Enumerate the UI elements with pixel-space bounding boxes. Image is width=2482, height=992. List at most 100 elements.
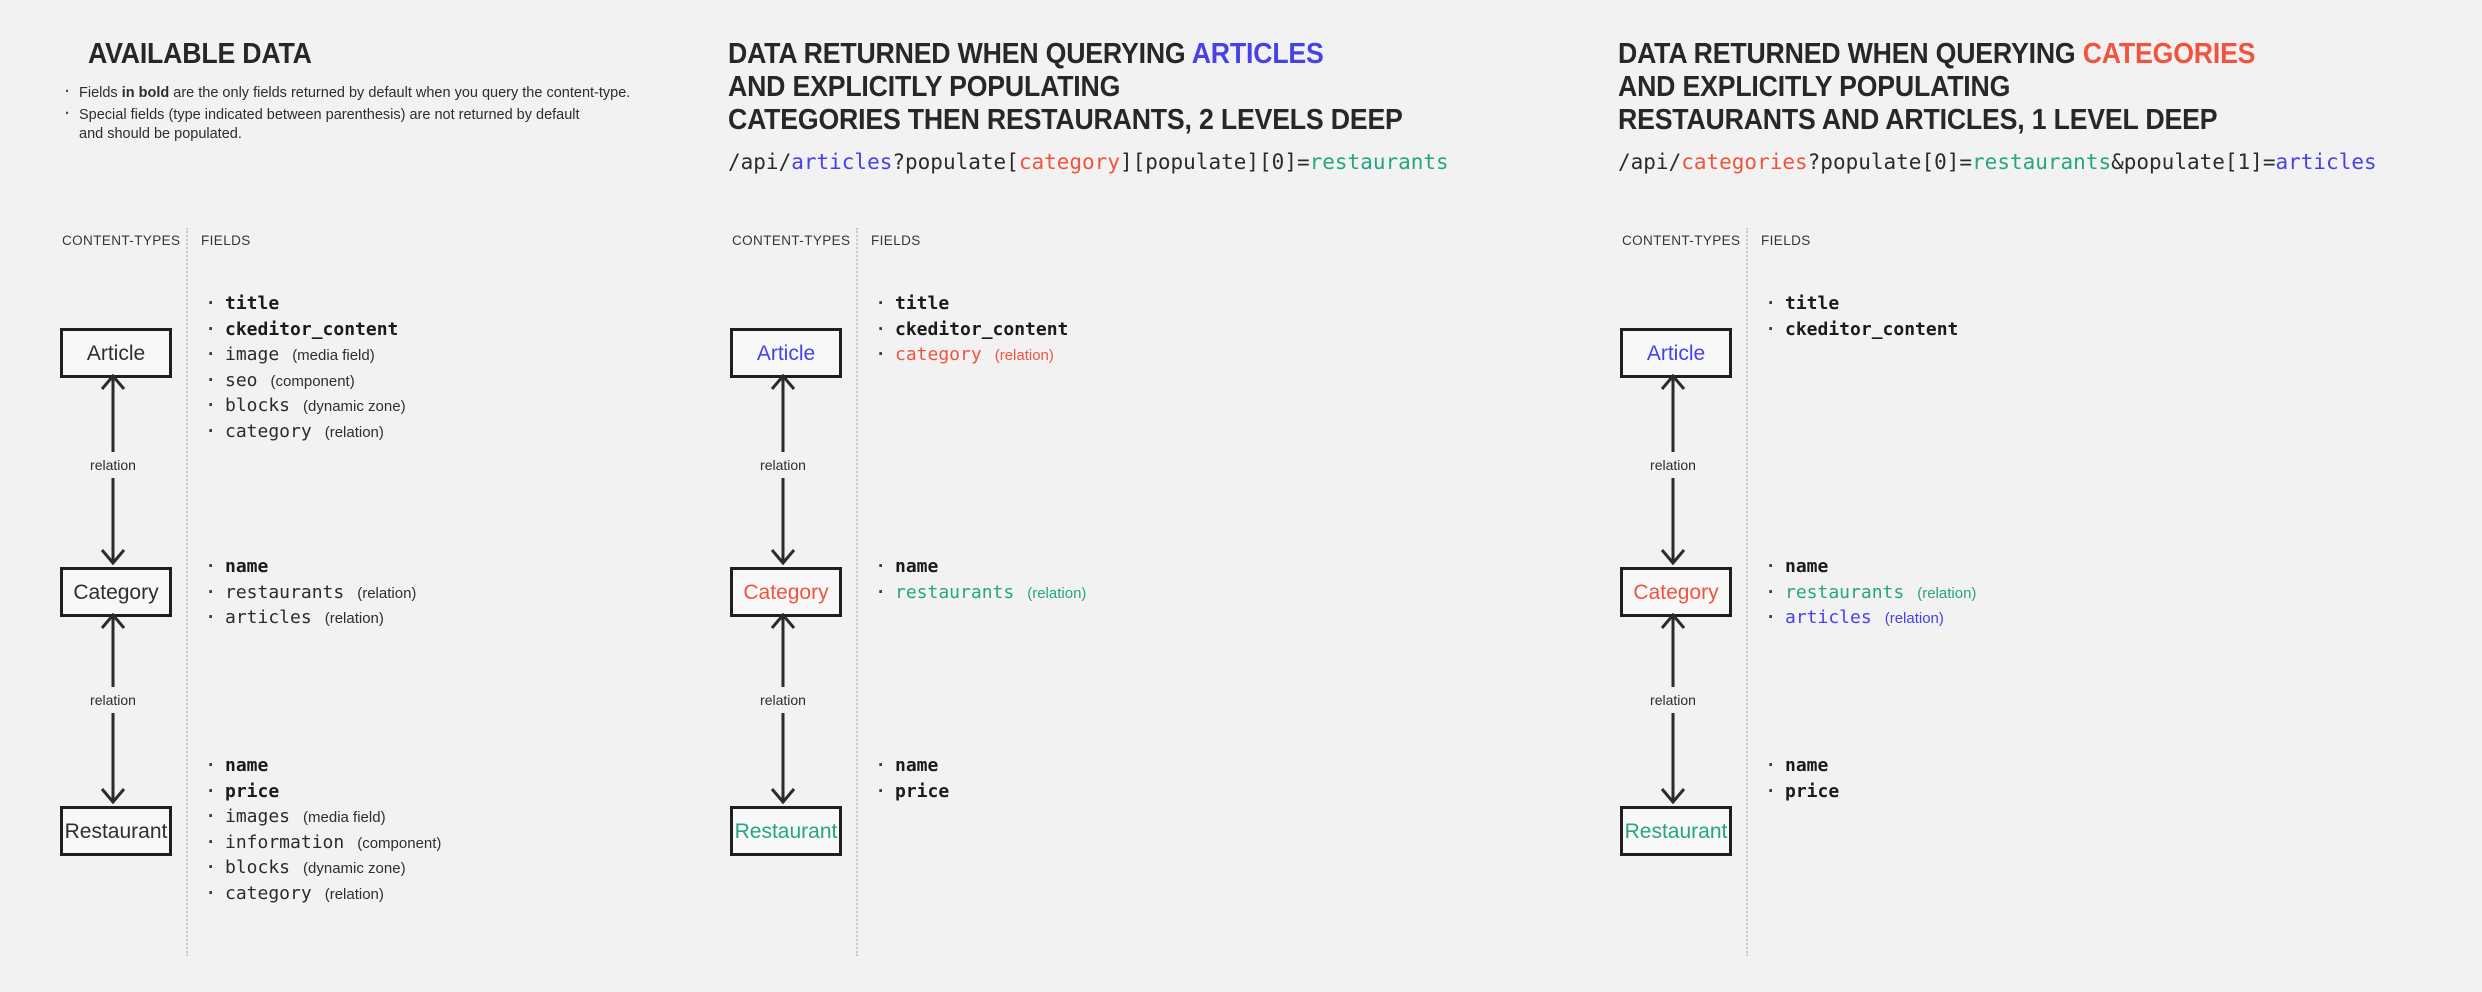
field-type-annotation: (relation) (324, 885, 384, 903)
field-name: name (895, 556, 939, 577)
relation-label: relation (85, 452, 141, 478)
field-item: price (878, 779, 950, 805)
text-segment: /api/ (728, 150, 792, 174)
api-url: /api/articles?populate[category][populat… (728, 148, 1449, 176)
text-segment: restaurants (1309, 150, 1449, 174)
field-name: category (895, 344, 982, 365)
text-segment: Fields (79, 85, 122, 101)
text-segment: ?populate[ (892, 150, 1019, 174)
content-type-box-article: Article (60, 328, 172, 378)
field-type-annotation: (relation) (1027, 584, 1087, 602)
relation-label: relation (755, 687, 811, 713)
text-segment: ?populate[0]= (1807, 150, 1973, 174)
fields-label: FIELDS (201, 233, 251, 248)
fields-list-article: title ckeditor_content (1768, 291, 1959, 343)
note-line: Special fields (type indicated between p… (79, 106, 630, 126)
field-item: articles (relation) (1768, 605, 1976, 631)
field-item: category (relation) (208, 881, 441, 907)
fields-list-category: namerestaurants(relation) (878, 554, 1087, 605)
dotted-separator (186, 228, 188, 956)
field-name: title (895, 293, 950, 314)
content-type-box-article: Article (1620, 328, 1732, 378)
field-type-annotation: (relation) (1917, 584, 1977, 602)
field-name: name (225, 755, 269, 776)
content-type-label: Article (1646, 341, 1706, 365)
content-type-label: Category (1633, 580, 1719, 604)
content-type-box-restaurant: Restaurant (1620, 806, 1732, 856)
field-name: name (1785, 556, 1829, 577)
field-type-annotation: (relation) (324, 423, 384, 441)
field-type-annotation: (component) (270, 372, 355, 390)
field-name: price (895, 780, 950, 802)
fields-list-restaurant: name price (878, 753, 950, 805)
note-line: and should be populated. (79, 125, 630, 145)
note-item: Special fields (type indicated between p… (64, 105, 630, 145)
field-item: restaurants(relation) (1768, 580, 1977, 606)
field-name: title (225, 293, 280, 314)
field-name: name (225, 556, 269, 577)
text-segment: &populate[1]= (2111, 150, 2276, 174)
fields-list-article: titleckeditor_contentcategory(relation) (878, 291, 1069, 368)
field-item: price (208, 779, 441, 805)
field-name: ckeditor_content (225, 318, 399, 340)
text-segment: restaurants (1972, 150, 2112, 174)
field-type-annotation: (relation) (324, 610, 384, 627)
field-name: name (895, 755, 939, 776)
text-segment: articles (791, 150, 893, 174)
field-item: articles (relation) (208, 605, 416, 631)
field-name: blocks (225, 395, 291, 416)
relation-label: relation (1645, 687, 1701, 713)
field-name: articles (225, 607, 312, 628)
text-segment: and should be populated. (79, 126, 242, 142)
note-line: Fields in bold are the only fields retur… (79, 84, 630, 104)
field-type-annotation: (media field) (303, 809, 386, 826)
field-name: images (225, 806, 291, 827)
content-type-box-category: Category (60, 567, 172, 617)
field-item: name (878, 753, 949, 779)
text-segment: ][populate][0]= (1119, 150, 1310, 174)
text-segment: ARTICLES (1191, 38, 1324, 70)
content-type-box-category: Category (1620, 567, 1732, 617)
relation-label: relation (1645, 452, 1701, 478)
text-segment: DATA RETURNED WHEN QUERYING (1618, 38, 2083, 70)
field-name: title (1785, 293, 1840, 314)
content-types-label: CONTENT-TYPES (62, 233, 181, 248)
text-segment: CATEGORIES (2082, 38, 2256, 70)
relation-label: relation (85, 687, 141, 713)
field-name: category (225, 882, 312, 904)
text-segment: in bold (121, 85, 170, 101)
content-type-label: Category (73, 580, 159, 604)
text-segment: are the only fields returned by default … (169, 85, 631, 101)
field-type-annotation: (relation) (357, 584, 417, 602)
field-name: seo (225, 369, 258, 391)
content-type-box-restaurant: Restaurant (730, 806, 842, 856)
fields-list-category: namerestaurants(relation)articles(relati… (208, 554, 417, 631)
field-type-annotation: (media field) (292, 347, 375, 364)
fields-list-article: titleckeditor_contentimage(media field)s… (208, 291, 406, 444)
content-type-label: Category (743, 580, 829, 604)
field-item: name (208, 753, 441, 779)
field-name: price (1785, 780, 1840, 802)
content-type-label: Restaurant (1624, 819, 1728, 843)
field-name: articles (1785, 607, 1872, 628)
field-type-annotation: (dynamic zone) (303, 398, 406, 415)
field-item: blocks (dynamic zone) (208, 393, 406, 419)
field-item: information(component) (208, 830, 442, 856)
fields-label: FIELDS (871, 233, 921, 248)
text-segment: /api/ (1618, 150, 1682, 174)
text-segment: category (1018, 150, 1120, 174)
field-item: title (878, 291, 1068, 317)
field-item: ckeditor_content (1768, 317, 1959, 343)
field-item: name (1768, 753, 1839, 779)
field-type-annotation: (relation) (1884, 610, 1944, 627)
field-item: title (208, 291, 406, 317)
field-name: ckeditor_content (1785, 318, 1959, 340)
notes-list: Fields in bold are the only fields retur… (64, 83, 630, 147)
content-type-box-restaurant: Restaurant (60, 806, 172, 856)
field-name: ckeditor_content (895, 318, 1069, 340)
field-type-annotation: (component) (357, 834, 442, 852)
